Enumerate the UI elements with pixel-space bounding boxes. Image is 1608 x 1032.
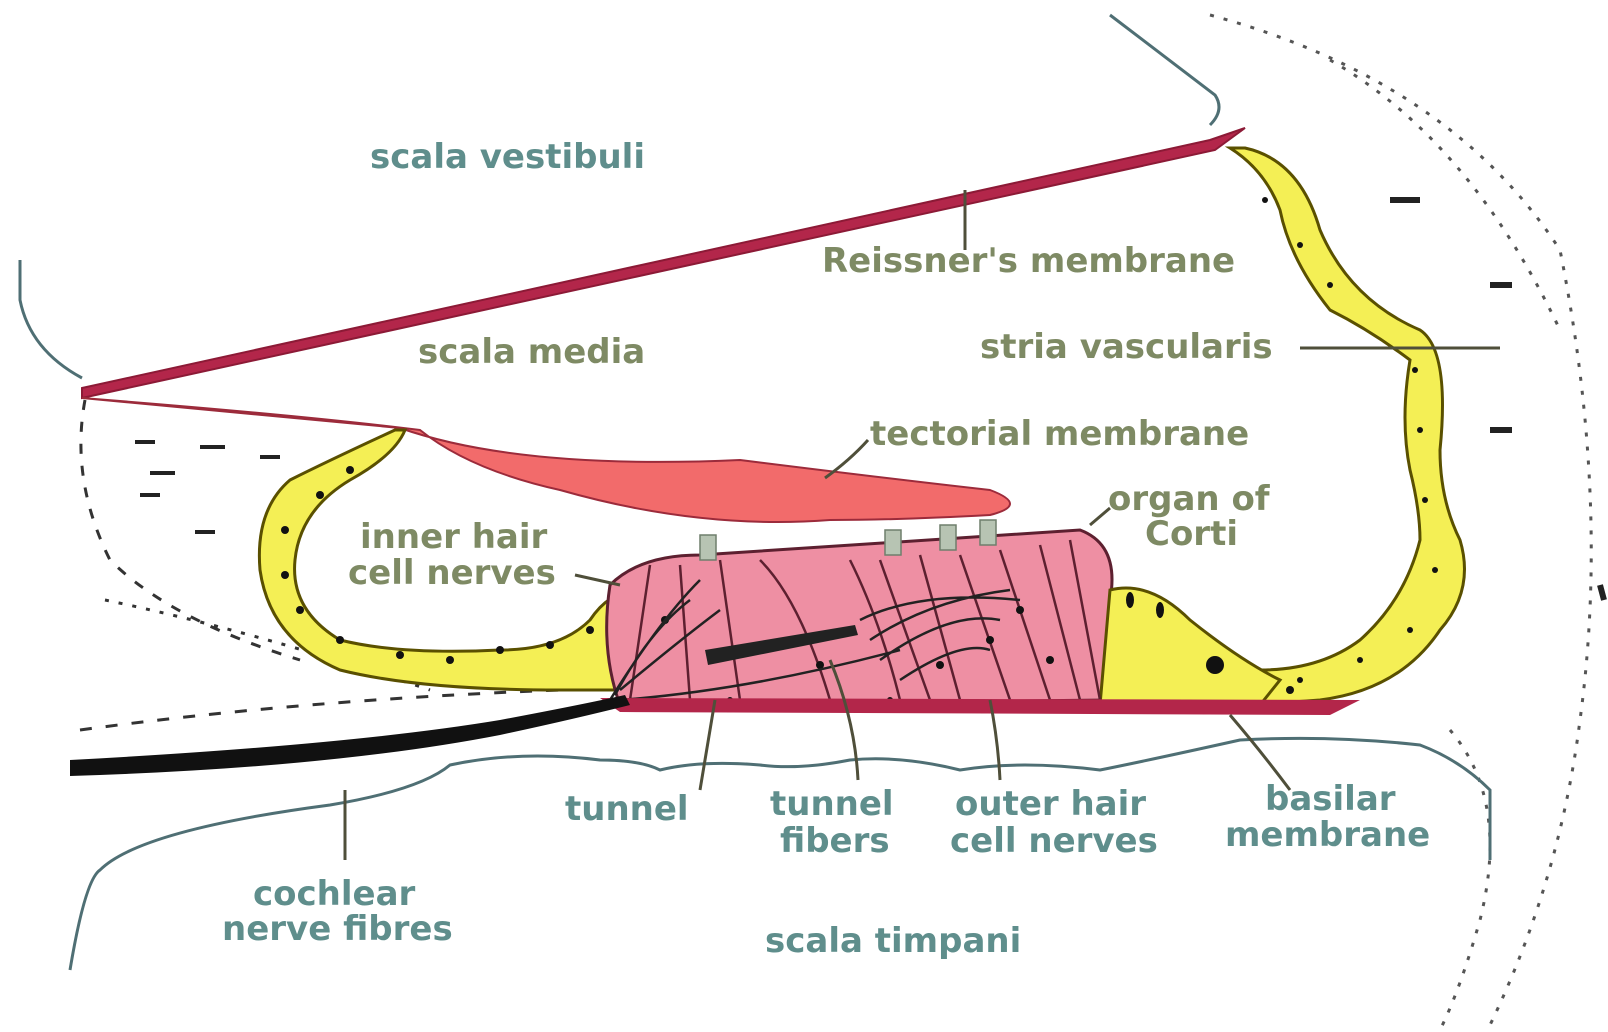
tunnel-leader — [700, 700, 715, 790]
label-scala-media: scala media — [418, 332, 645, 372]
label-stria-vascularis: stria vascularis — [980, 327, 1273, 367]
label-basilar-line1: basilar — [1265, 779, 1396, 819]
label-organ-of-corti-line2: Corti — [1145, 514, 1238, 554]
organ-of-corti — [607, 530, 1112, 705]
label-scala-vestibuli: scala vestibuli — [370, 137, 645, 177]
spiral-ligament-boundary-inner — [1330, 60, 1560, 330]
label-organ-of-corti-line1: organ of — [1108, 479, 1271, 519]
label-inner-hair-line2: cell nerves — [348, 553, 556, 593]
label-tectorial-membrane: tectorial membrane — [870, 414, 1249, 454]
label-outer-hair-line1: outer hair — [955, 784, 1146, 824]
bony-wall-left — [20, 260, 82, 378]
label-reissners-membrane: Reissner's membrane — [822, 241, 1235, 281]
label-cochlear-line1: cochlear — [253, 874, 416, 914]
label-basilar-line2: membrane — [1225, 815, 1430, 855]
label-outer-hair-line2: cell nerves — [950, 821, 1158, 861]
label-inner-hair-line1: inner hair — [360, 517, 548, 557]
label-cochlear-line2: nerve fibres — [222, 909, 453, 949]
spiral-ligament-boundary-lower — [1440, 730, 1490, 1030]
spiral-limbus-dashes — [135, 442, 280, 532]
label-tunnel-fibers-line2: fibers — [780, 821, 890, 861]
stria-dash-4 — [1600, 585, 1604, 600]
organ-leader — [1090, 508, 1110, 525]
stria-vascularis — [1230, 148, 1465, 705]
label-scala-timpani: scala timpani — [765, 921, 1021, 961]
label-tunnel-fibers-line1: tunnel — [770, 784, 894, 824]
cochlear-nerve — [70, 695, 630, 776]
label-tunnel: tunnel — [565, 789, 689, 829]
bony-wall-top — [1110, 15, 1219, 125]
claudius-hensen-cells — [1100, 588, 1280, 705]
